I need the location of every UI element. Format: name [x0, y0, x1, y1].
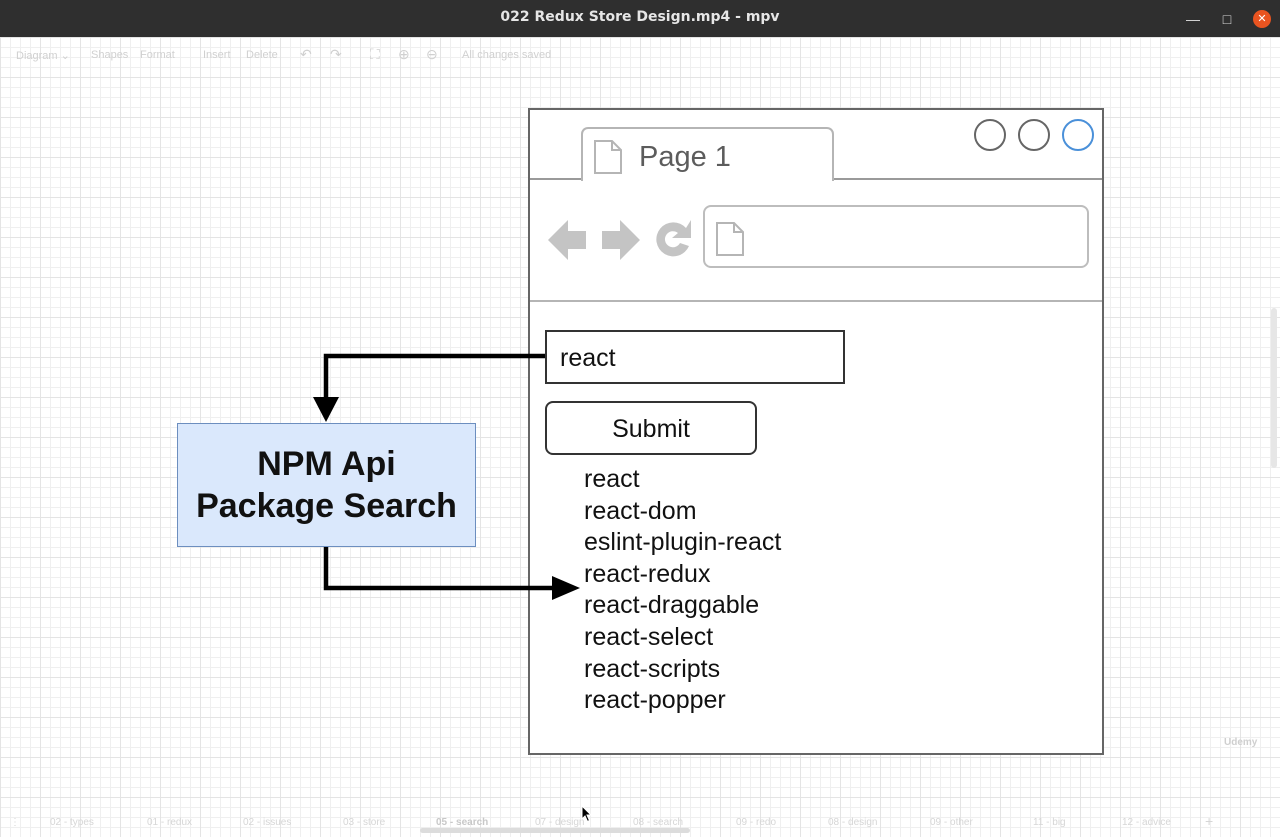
search-input[interactable]: react	[545, 330, 845, 384]
page-tab[interactable]: 01 - redux	[147, 817, 193, 828]
maximize-button[interactable]: □	[1222, 11, 1232, 27]
back-arrow-icon[interactable]	[548, 220, 586, 260]
page-icon	[716, 222, 744, 256]
delete-button[interactable]: Delete	[246, 49, 278, 61]
search-value: react	[560, 344, 616, 372]
window-circle-1[interactable]	[974, 119, 1006, 151]
page-tab[interactable]: 03 - store	[343, 817, 386, 828]
address-bar[interactable]	[703, 205, 1089, 268]
save-status: All changes saved	[462, 49, 552, 61]
reload-icon[interactable]	[656, 220, 691, 257]
browser-mockup: Page 1 react Submit react react-dom esli…	[528, 108, 1104, 755]
page-tab[interactable]: 07 - design	[535, 817, 585, 828]
editor-toolbar: Diagram ⌄ Shapes Format Insert Delete ↶ …	[0, 37, 1280, 77]
result-item[interactable]: react-dom	[584, 496, 697, 525]
result-item[interactable]: react-popper	[584, 686, 726, 715]
result-item[interactable]: react	[584, 465, 640, 493]
undo-icon[interactable]: ↶	[300, 46, 312, 62]
window-titlebar: 022 Redux Store Design.mp4 - mpv — □ ✕	[0, 0, 1280, 37]
window-title: 022 Redux Store Design.mp4 - mpv	[500, 9, 780, 25]
close-button[interactable]: ✕	[1253, 10, 1271, 28]
page-tab[interactable]: 02 - issues	[243, 817, 292, 828]
npm-api-box[interactable]: NPM Api Package Search	[177, 423, 476, 547]
result-item[interactable]: react-scripts	[584, 654, 721, 683]
arrow-search-to-api	[313, 353, 545, 422]
horizontal-scrollbar[interactable]	[420, 828, 690, 833]
npm-api-line1: NPM Api	[257, 445, 396, 483]
redo-icon[interactable]: ↷	[330, 46, 342, 62]
tab-label: Page 1	[639, 141, 731, 173]
page-tab[interactable]: 11 - big	[1033, 817, 1066, 828]
diagram-menu[interactable]: Diagram ⌄	[16, 50, 70, 62]
page-tab[interactable]: 09 - other	[930, 817, 973, 828]
vertical-scrollbar[interactable]	[1271, 308, 1277, 468]
add-page-icon[interactable]: +	[1205, 813, 1214, 829]
submit-button[interactable]: Submit	[545, 401, 757, 455]
forward-arrow-icon[interactable]	[602, 220, 640, 260]
window-circle-3[interactable]	[1062, 119, 1094, 151]
page-tab[interactable]: 08 - design	[828, 817, 878, 828]
format-menu[interactable]: Format	[140, 49, 175, 61]
watermark-logo: Udemy	[1224, 737, 1258, 748]
shapes-menu[interactable]: Shapes	[91, 49, 129, 61]
npm-api-line2: Package Search	[196, 487, 457, 525]
page-tab[interactable]: 08 - search	[633, 817, 684, 828]
nav-divider	[530, 300, 1102, 302]
page-tab-active[interactable]: 05 - search	[436, 817, 489, 828]
result-item[interactable]: react-select	[584, 622, 714, 651]
minimize-button[interactable]: —	[1186, 11, 1200, 27]
result-item[interactable]: react-draggable	[584, 591, 760, 620]
zoom-out-icon[interactable]: ⊖	[426, 46, 438, 62]
page-tab[interactable]: 02 - types	[50, 817, 94, 828]
page-tab[interactable]: 12 - advice	[1122, 817, 1171, 828]
pages-menu-icon[interactable]: ⋮	[10, 817, 20, 828]
page-tabs-bar: ⋮ 02 - types 01 - redux 02 - issues 03 -…	[0, 812, 1280, 837]
zoom-in-icon[interactable]: ⊕	[398, 46, 410, 62]
page-tab[interactable]: 09 - redo	[736, 817, 777, 828]
fit-icon[interactable]: ⛶	[370, 46, 380, 62]
result-item[interactable]: eslint-plugin-react	[584, 528, 782, 557]
browser-tab[interactable]: Page 1	[581, 127, 834, 181]
arrow-api-to-results	[323, 547, 580, 600]
result-item[interactable]: react-redux	[584, 559, 711, 588]
results-list: react react-dom eslint-plugin-react reac…	[584, 464, 781, 717]
mouse-cursor-icon	[581, 805, 593, 823]
document-icon	[594, 140, 622, 174]
window-circle-2[interactable]	[1018, 119, 1050, 151]
nav-icons	[548, 220, 691, 260]
insert-menu[interactable]: Insert	[203, 49, 231, 61]
